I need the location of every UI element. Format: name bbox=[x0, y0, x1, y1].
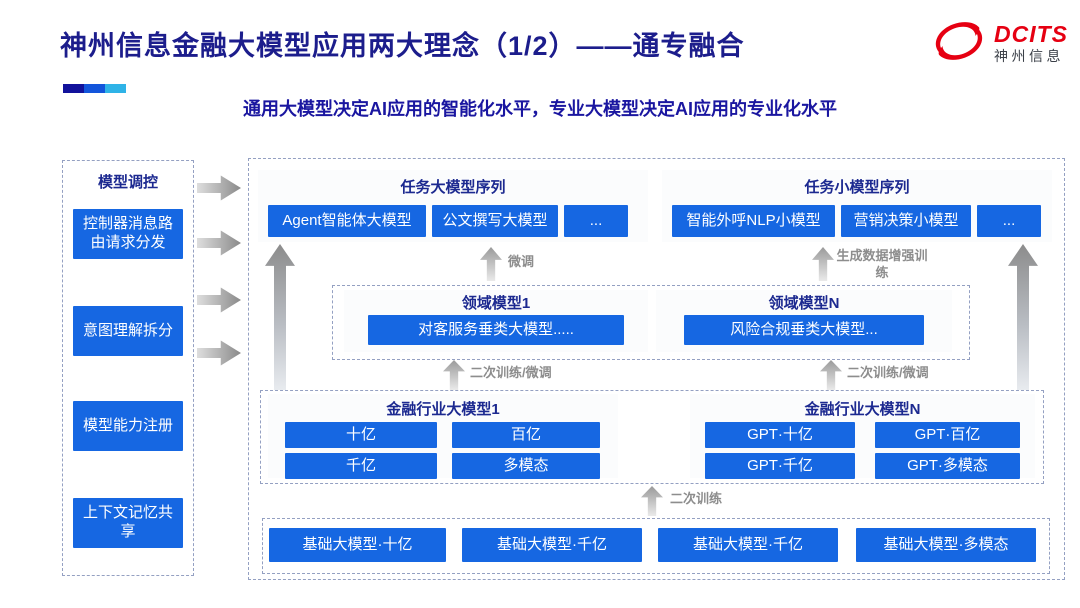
model-box-document-writing: 公文撰写大模型 bbox=[432, 205, 558, 237]
retrain-finetune-right-label: 二次训练/微调 bbox=[847, 365, 929, 380]
model-box-base-1b: 基础大模型·十亿 bbox=[269, 528, 446, 562]
model-box-10b: 百亿 bbox=[452, 422, 600, 448]
model-box-nlp-outbound: 智能外呼NLP小模型 bbox=[672, 205, 835, 237]
domain-models-container bbox=[332, 285, 970, 360]
brand-logo: DCITS 神州信息 bbox=[932, 20, 1068, 67]
model-box-gpt-1b: GPT·十亿 bbox=[705, 422, 855, 448]
domain-model-1-title: 领域模型1 bbox=[461, 295, 531, 312]
task-large-model-title: 任务大模型序列 bbox=[400, 179, 506, 196]
model-box-100b: 千亿 bbox=[285, 453, 437, 479]
model-box-1b: 十亿 bbox=[285, 422, 437, 448]
retrain-finetune-left-label: 二次训练/微调 bbox=[470, 365, 552, 380]
accent-bar-segment bbox=[63, 84, 84, 93]
model-box-risk-compliance: 风险合规垂类大模型... bbox=[684, 315, 924, 345]
sidebar-item-context-memory: 上下文记忆共享 bbox=[73, 498, 183, 548]
page-title: 神州信息金融大模型应用两大理念（1/2）——通专融合 bbox=[60, 31, 745, 61]
right-arrow-icon bbox=[197, 340, 241, 366]
model-box-gpt-10b: GPT·百亿 bbox=[875, 422, 1020, 448]
right-arrow-icon bbox=[197, 175, 241, 201]
slide-subtitle: 通用大模型决定AI应用的智能化水平，专业大模型决定AI应用的专业化水平 bbox=[243, 99, 837, 119]
gen-data-training-label: 生成数据增强训练 bbox=[836, 248, 928, 280]
industry-models-container bbox=[260, 390, 1044, 484]
model-box-base-100b-a: 基础大模型·千亿 bbox=[462, 528, 642, 562]
brand-name: DCITS bbox=[994, 21, 1068, 48]
sidebar-title: 模型调控 bbox=[97, 174, 158, 191]
sidebar-item-intent-split: 意图理解拆分 bbox=[73, 306, 183, 356]
industry-model-1-title: 金融行业大模型1 bbox=[386, 401, 500, 418]
accent-bar-segment bbox=[105, 84, 126, 93]
model-box-customer-service: 对客服务垂类大模型..... bbox=[368, 315, 624, 345]
model-control-sidebar: 模型调控 控制器消息路由请求分发 意图理解拆分 模型能力注册 上下文记忆共享 bbox=[62, 160, 194, 576]
domain-model-n-title: 领域模型N bbox=[768, 295, 840, 312]
brand-name-cn: 神州信息 bbox=[994, 48, 1064, 65]
sidebar-item-capability-register: 模型能力注册 bbox=[73, 401, 183, 451]
model-box-gpt-multimodal: GPT·多模态 bbox=[875, 453, 1020, 479]
sidebar-item-controller-routing: 控制器消息路由请求分发 bbox=[73, 209, 183, 259]
model-box-agent: Agent智能体大模型 bbox=[268, 205, 426, 237]
main-diagram-container bbox=[248, 158, 1065, 580]
model-box-base-multimodal: 基础大模型·多模态 bbox=[856, 528, 1036, 562]
dcits-swirl-icon bbox=[932, 20, 986, 67]
model-box-multimodal: 多模态 bbox=[452, 453, 600, 479]
right-arrow-icon bbox=[197, 230, 241, 256]
model-box-gpt-100b: GPT·千亿 bbox=[705, 453, 855, 479]
industry-model-n-title: 金融行业大模型N bbox=[804, 401, 921, 418]
accent-bar-segment bbox=[84, 84, 105, 93]
base-models-container bbox=[262, 518, 1050, 574]
task-small-model-title: 任务小模型序列 bbox=[804, 179, 910, 196]
model-box-ellipsis: ... bbox=[564, 205, 628, 237]
finetune-label: 微调 bbox=[508, 254, 535, 269]
right-arrow-icon bbox=[197, 287, 241, 313]
model-box-marketing-decision: 营销决策小模型 bbox=[841, 205, 971, 237]
retrain-label: 二次训练 bbox=[670, 491, 723, 506]
accent-bar bbox=[63, 84, 126, 93]
model-box-base-100b-b: 基础大模型·千亿 bbox=[658, 528, 838, 562]
model-box-ellipsis: ... bbox=[977, 205, 1041, 237]
